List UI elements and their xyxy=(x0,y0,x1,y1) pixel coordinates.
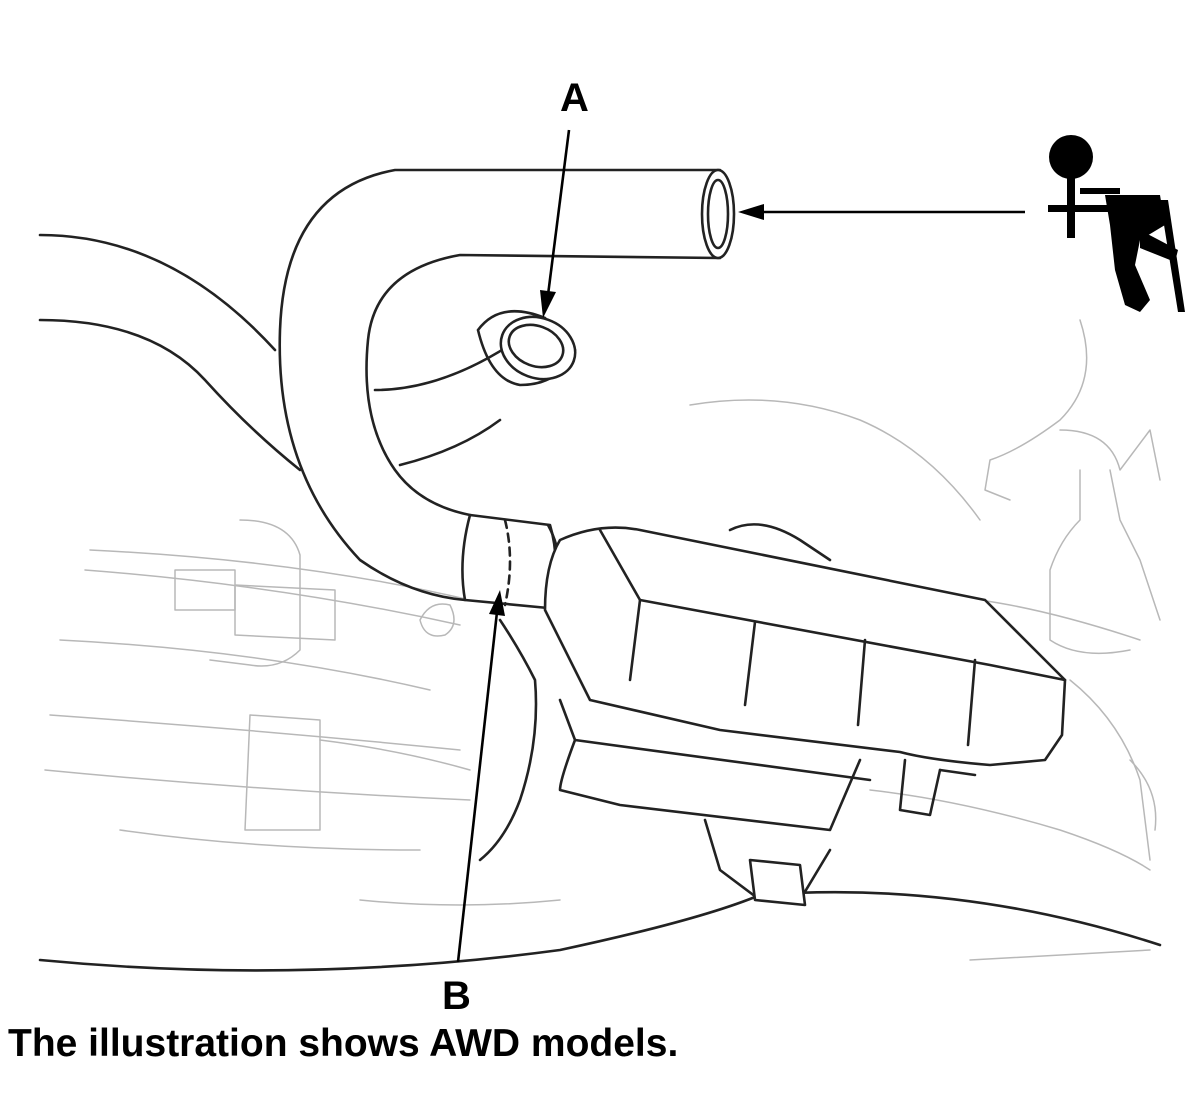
callout-label-a: A xyxy=(560,76,589,120)
frame-line xyxy=(38,890,1162,972)
vacuum-pump-icon xyxy=(1048,135,1185,312)
left-hoses xyxy=(38,233,302,472)
hose-icon xyxy=(278,168,736,602)
figure-caption: The illustration shows AWD models. xyxy=(8,1022,679,1065)
callout-label-b: B xyxy=(442,974,471,1018)
canister-icon xyxy=(478,523,1067,907)
connector-b xyxy=(461,513,561,610)
callout-arrows xyxy=(456,129,1025,963)
background-underbody xyxy=(44,319,1161,961)
